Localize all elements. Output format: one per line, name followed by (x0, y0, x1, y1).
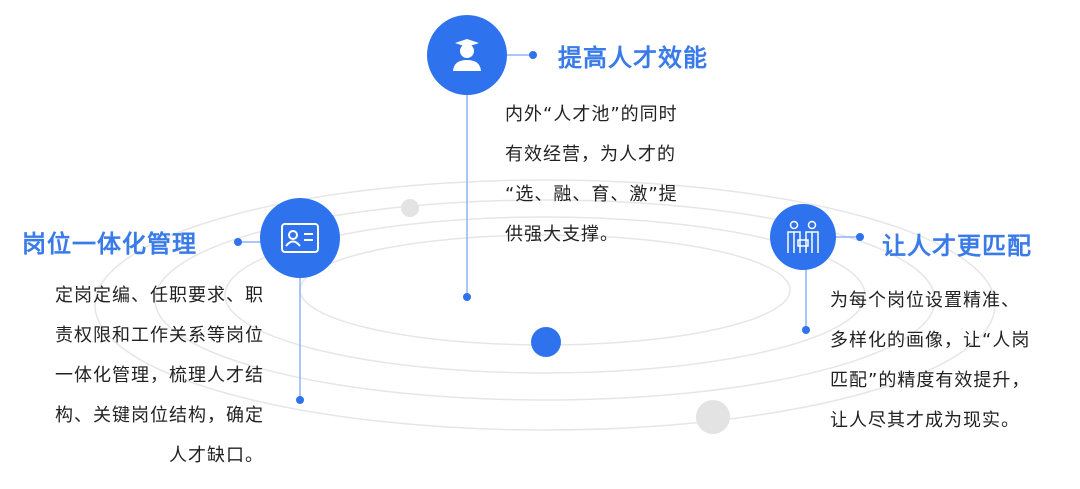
body-line: 一体化管理，梳理人才结 (55, 365, 264, 386)
body-line: 责权限和工作关系等岗位 (55, 325, 264, 346)
id-card-icon (260, 198, 340, 278)
body-line: 多样化的画像，让“人岗 (830, 330, 1031, 351)
body-line: 人才缺口。 (169, 445, 264, 466)
orbit-dot (531, 327, 561, 357)
people-match-icon (770, 204, 836, 270)
body-line: 构、关键岗位结构，确定 (55, 405, 264, 426)
orbit-dot (696, 400, 730, 434)
graduate-icon (427, 15, 507, 95)
body-line: “选、融、育、激”提 (505, 184, 678, 205)
connector-dot (296, 396, 304, 404)
orbit-ring (154, 199, 936, 401)
node-body-position: 定岗定编、任职要求、职 责权限和工作关系等岗位 一体化管理，梳理人才结 构、关键… (14, 276, 264, 476)
body-line: 让人尽其才成为现实。 (830, 410, 1020, 431)
orbit-dot (401, 199, 419, 217)
body-line: 定岗定编、任职要求、职 (55, 285, 264, 306)
body-line: 内外“人才池”的同时 (505, 104, 678, 125)
connector-dot (529, 51, 537, 59)
connector-dot (802, 326, 810, 334)
body-line: 为每个岗位设置精准、 (830, 290, 1020, 311)
node-title-position: 岗位一体化管理 (22, 230, 197, 258)
body-line: 供强大支撑。 (505, 224, 619, 245)
connector-dot (856, 233, 864, 241)
body-line: 匹配”的精度有效提升， (830, 370, 1031, 391)
node-title-efficiency: 提高人才效能 (558, 44, 708, 72)
connector-dot (463, 293, 471, 301)
connector-dot (234, 238, 242, 246)
orbit-ring (94, 179, 996, 431)
body-line: 有效经营，为人才的 (505, 144, 676, 165)
node-body-match: 为每个岗位设置精准、 多样化的画像，让“人岗 匹配”的精度有效提升， 让人尽其才… (830, 281, 1030, 441)
node-body-efficiency: 内外“人才池”的同时 有效经营，为人才的 “选、融、育、激”提 供强大支撑。 (505, 95, 678, 255)
node-title-match: 让人才更匹配 (882, 232, 1032, 260)
orbit-ring (224, 216, 866, 374)
